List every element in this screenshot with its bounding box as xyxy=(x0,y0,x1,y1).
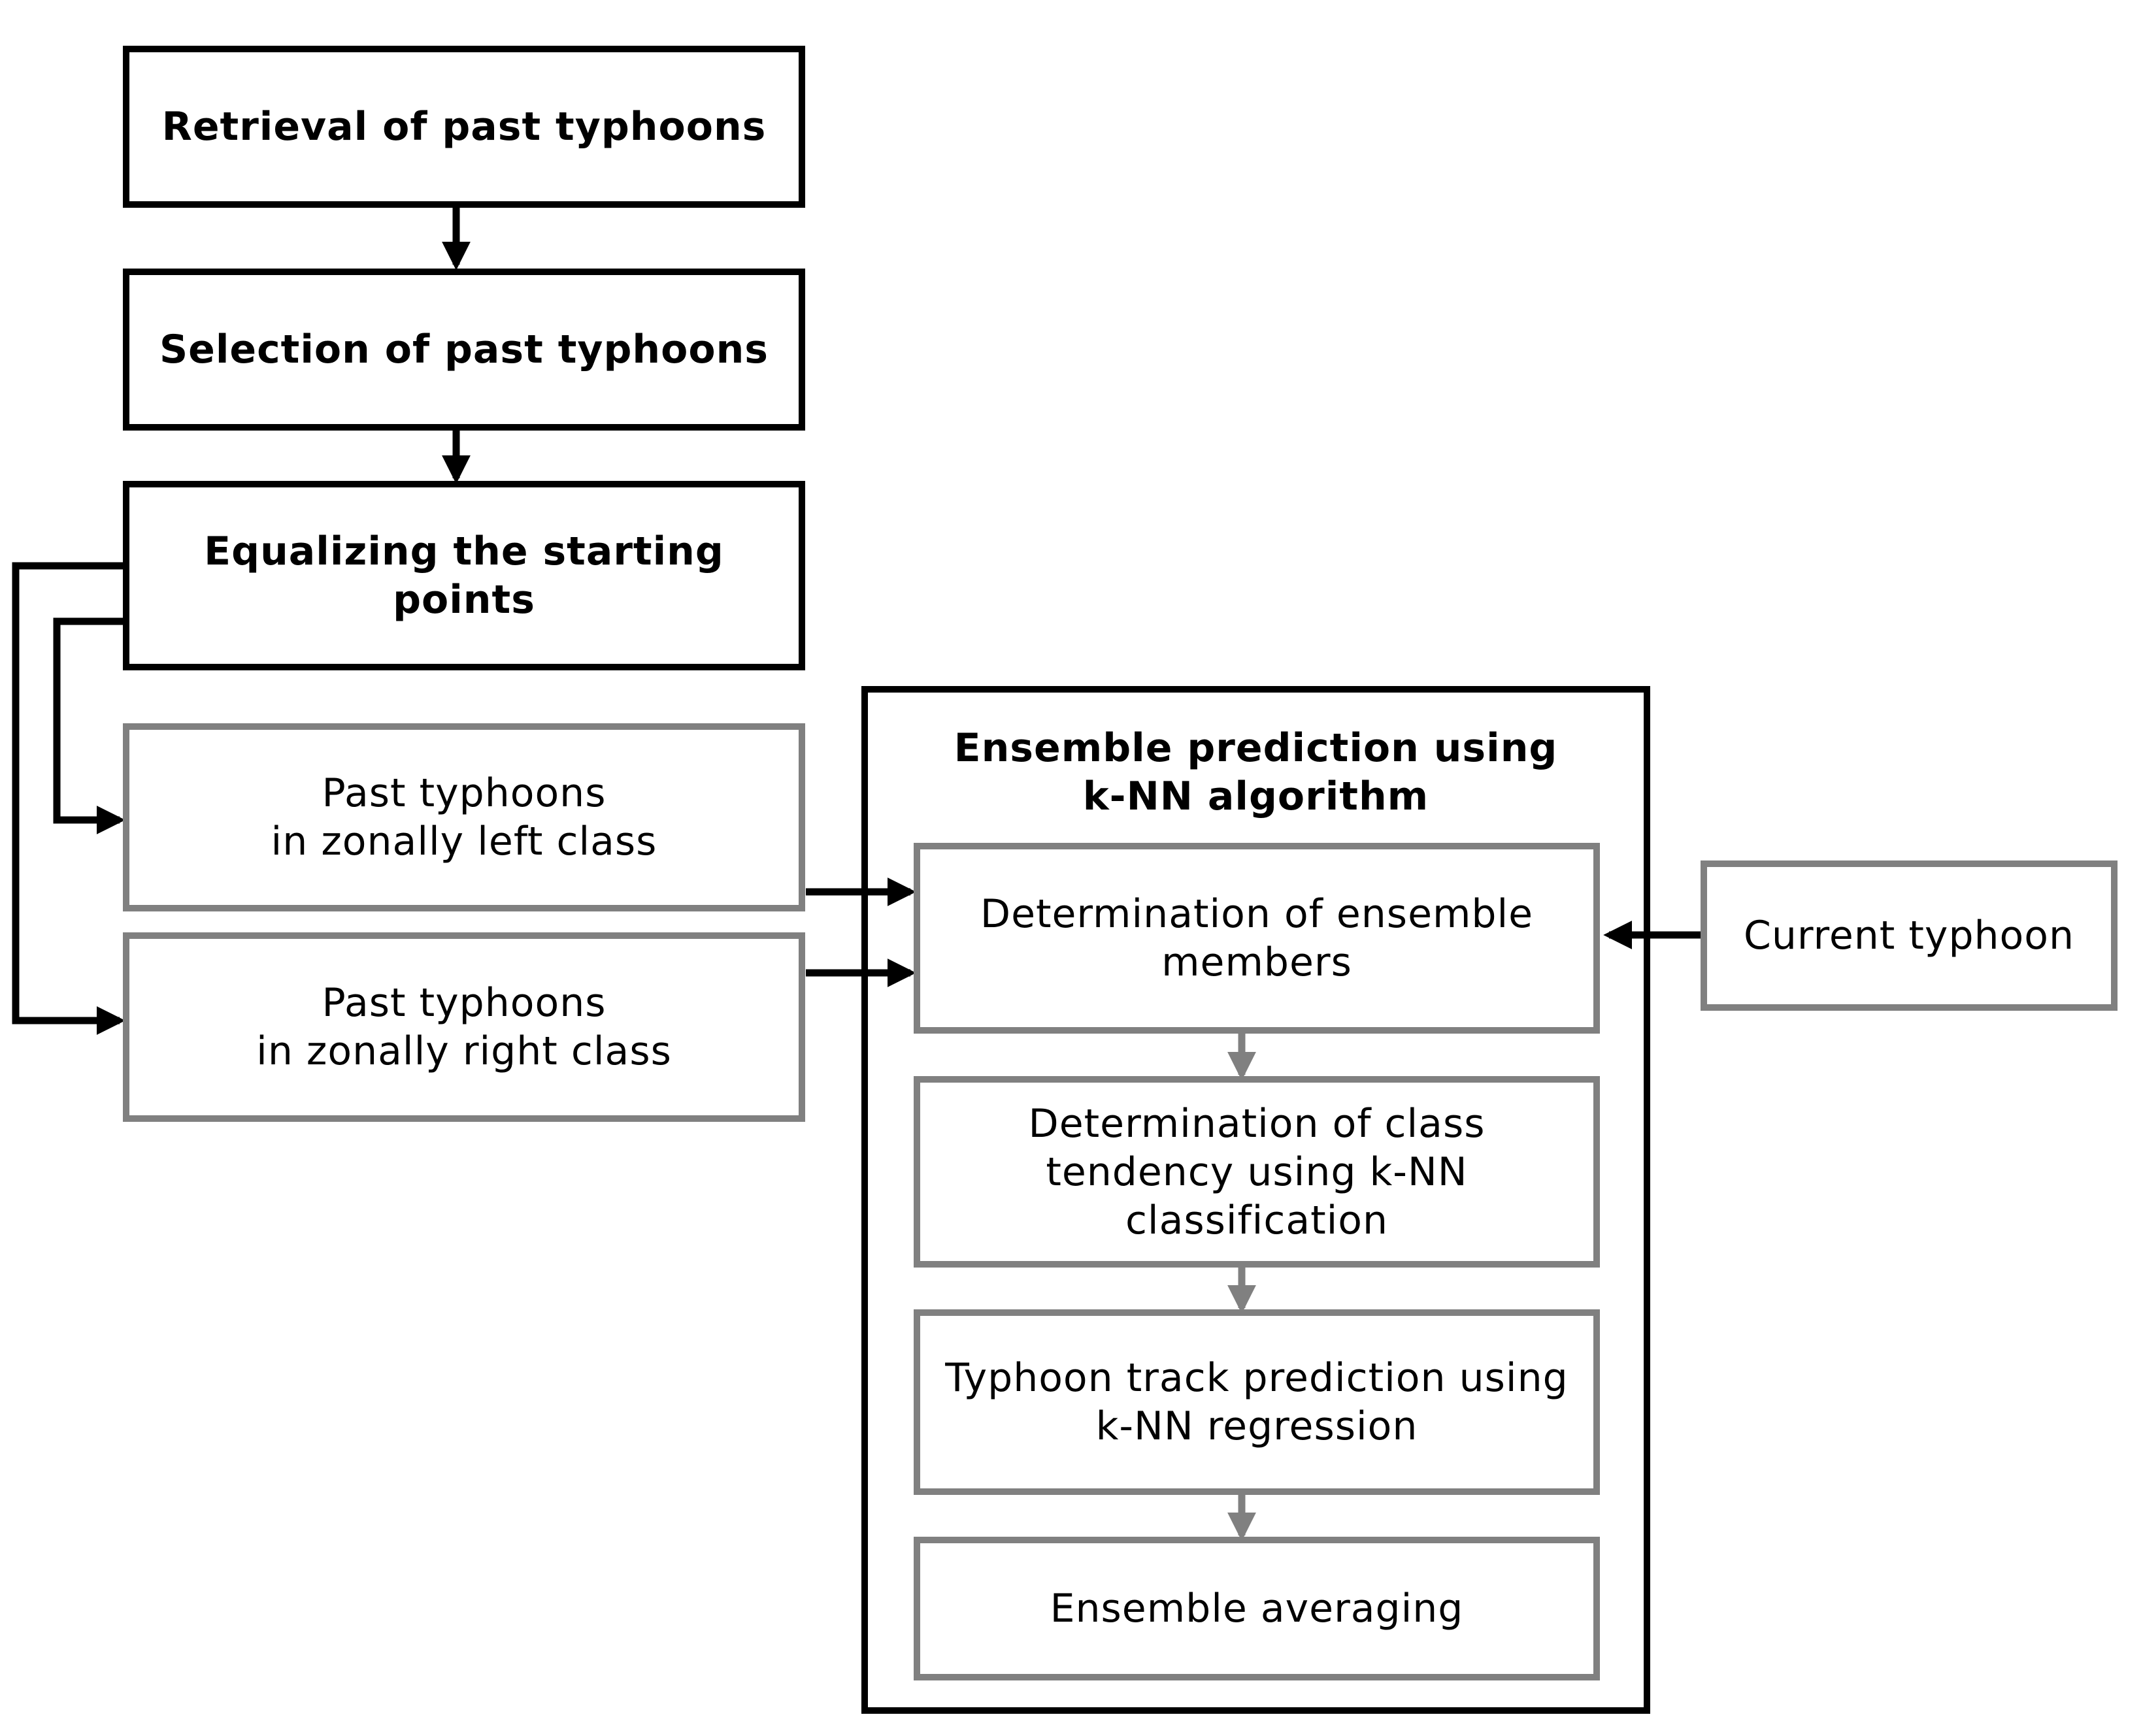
node-averaging: Ensemble averaging xyxy=(914,1537,1600,1680)
edge-equalizing-right-class xyxy=(12,562,125,1035)
node-current: Current typhoon xyxy=(1701,860,2118,1011)
node-retrieval-label: Retrieval of past typhoons xyxy=(161,104,767,150)
node-class-tendency: Determination of class tendency using k-… xyxy=(914,1076,1600,1268)
node-equalizing: Equalizing the starting points xyxy=(123,481,805,670)
node-right-class-label: Past typhoons in zonally right class xyxy=(256,980,672,1074)
node-class-tendency-label: Determination of class tendency using k-… xyxy=(1028,1100,1486,1243)
node-left-class: Past typhoons in zonally left class xyxy=(123,723,805,911)
node-averaging-label: Ensemble averaging xyxy=(1050,1586,1464,1631)
node-selection: Selection of past typhoons xyxy=(123,269,805,431)
node-track-prediction: Typhoon track prediction using k-NN regr… xyxy=(914,1309,1600,1495)
node-members: Determination of ensemble members xyxy=(914,843,1600,1034)
edge-equalizing-left-class xyxy=(53,617,125,834)
node-current-label: Current typhoon xyxy=(1743,913,2074,958)
ensemble-group: Ensemble prediction using k-NN algorithm xyxy=(861,686,1650,1714)
node-track-prediction-label: Typhoon track prediction using k-NN regr… xyxy=(945,1355,1569,1449)
node-equalizing-label: Equalizing the starting points xyxy=(204,529,724,623)
node-left-class-label: Past typhoons in zonally left class xyxy=(271,770,657,864)
node-retrieval: Retrieval of past typhoons xyxy=(123,46,805,208)
ensemble-group-title: Ensemble prediction using k-NN algorithm xyxy=(954,725,1558,819)
node-selection-label: Selection of past typhoons xyxy=(159,327,769,372)
node-members-label: Determination of ensemble members xyxy=(980,891,1534,985)
node-right-class: Past typhoons in zonally right class xyxy=(123,932,805,1122)
